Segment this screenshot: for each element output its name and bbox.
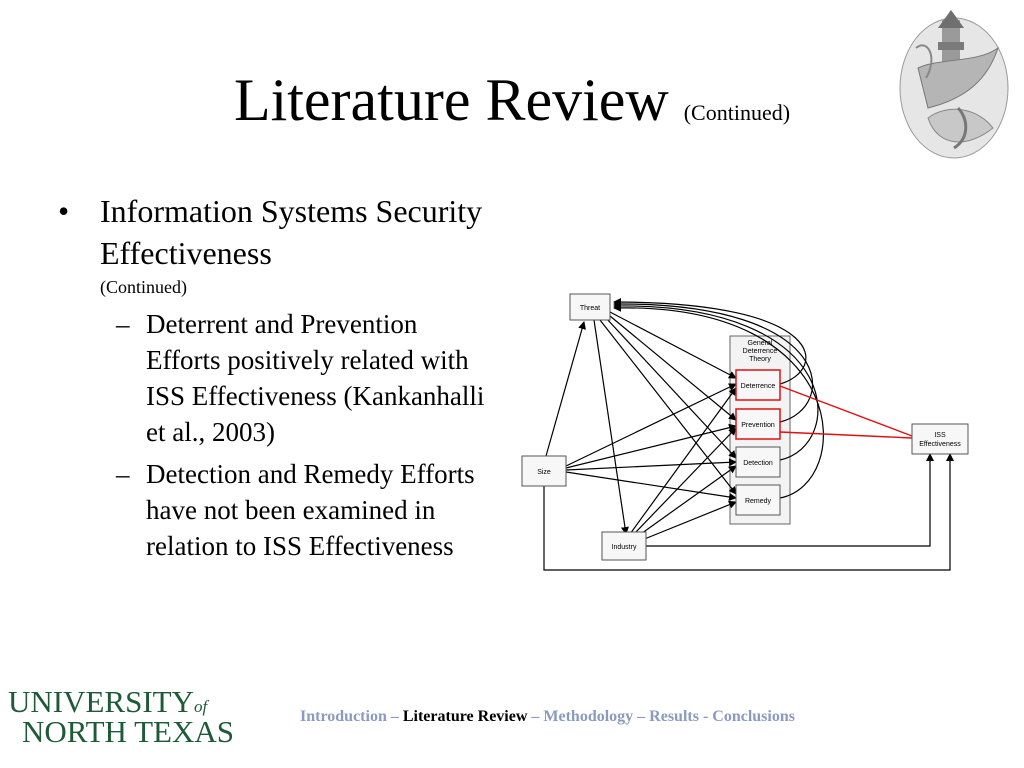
node-iss-label-line1: ISS <box>934 432 946 439</box>
unt-logo: UNIVERSITYof NORTH TEXAS <box>8 684 238 754</box>
sub-bullet-text: Deterrent and Prevention Efforts positiv… <box>146 309 485 447</box>
logo-line2: NORTH TEXAS <box>22 714 234 749</box>
node-detection: Detection <box>735 446 781 478</box>
feedback-curves <box>613 298 824 499</box>
industry-arrows <box>629 387 737 541</box>
gdt-title-line2: Deterrence <box>743 348 778 355</box>
bullet-symbol: • <box>58 193 70 229</box>
node-industry-label: Industry <box>612 544 637 551</box>
node-threat: Threat <box>569 293 611 321</box>
node-size-label: Size <box>537 469 551 476</box>
size-arrows <box>545 321 737 501</box>
sub-bullet: – Detection and Remedy Efforts have not … <box>58 456 498 564</box>
slide-title-suffix: (Continued) <box>683 100 791 125</box>
footer-methodology: Methodology <box>543 708 634 725</box>
gdt-title-line3: Theory <box>749 356 771 363</box>
main-bullet: • Information Systems Security Effective… <box>58 190 498 300</box>
node-remedy-label: Remedy <box>745 498 772 505</box>
footer-results: Results <box>649 708 699 725</box>
footer-separator: - <box>698 708 713 725</box>
gdt-title-line1: General <box>748 340 773 347</box>
gdt-group-title: General Deterrence Theory <box>743 340 778 363</box>
node-detection-label: Detection <box>743 460 773 467</box>
node-prevention-label: Prevention <box>741 422 775 429</box>
logo-line1: UNIVERSITYof <box>8 684 207 720</box>
footer-separator: – <box>633 708 650 725</box>
node-prevention: Prevention <box>735 408 781 440</box>
main-bullet-suffix: (Continued) <box>100 277 187 297</box>
slide-title-text: Literature Review <box>233 67 669 133</box>
node-industry: Industry <box>601 531 647 561</box>
node-threat-label: Threat <box>580 305 600 312</box>
footer-literature-review: Literature Review <box>402 708 528 725</box>
footer-conclusions: Conclusions <box>712 708 795 725</box>
threat-arrows <box>593 311 737 535</box>
node-deterrence: Deterrence <box>735 369 781 401</box>
highlight-arrows <box>779 385 913 439</box>
main-bullet-text: Information Systems Security Effectivene… <box>100 193 483 271</box>
footer-separator: – <box>527 708 544 725</box>
sub-bullet-symbol: – <box>116 309 130 339</box>
logo-of: of <box>194 697 208 716</box>
node-iss-label-line2: Effectiveness <box>919 441 961 448</box>
research-model-diagram: Threat Size Industry General Deterrence … <box>521 293 969 571</box>
university-seal-image <box>899 10 1009 159</box>
sub-bullet: – Deterrent and Prevention Efforts posit… <box>58 306 498 450</box>
footer-introduction: Introduction <box>300 708 387 725</box>
slide-title: Literature Review (Continued) <box>0 68 1024 145</box>
control-paths <box>543 453 954 571</box>
logo-university: UNIVERSITY <box>8 684 194 719</box>
node-iss-effectiveness: ISS Effectiveness <box>911 423 969 455</box>
sub-bullet-text: Detection and Remedy Efforts have not be… <box>146 459 475 561</box>
node-remedy: Remedy <box>735 484 781 516</box>
node-deterrence-label: Deterrence <box>741 383 776 390</box>
node-size: Size <box>521 455 567 487</box>
footer-navigation: Introduction – Literature Review – Metho… <box>300 708 920 726</box>
sub-bullet-symbol: – <box>116 459 130 489</box>
bullet-list: • Information Systems Security Effective… <box>58 190 498 564</box>
footer-separator: – <box>386 708 403 725</box>
